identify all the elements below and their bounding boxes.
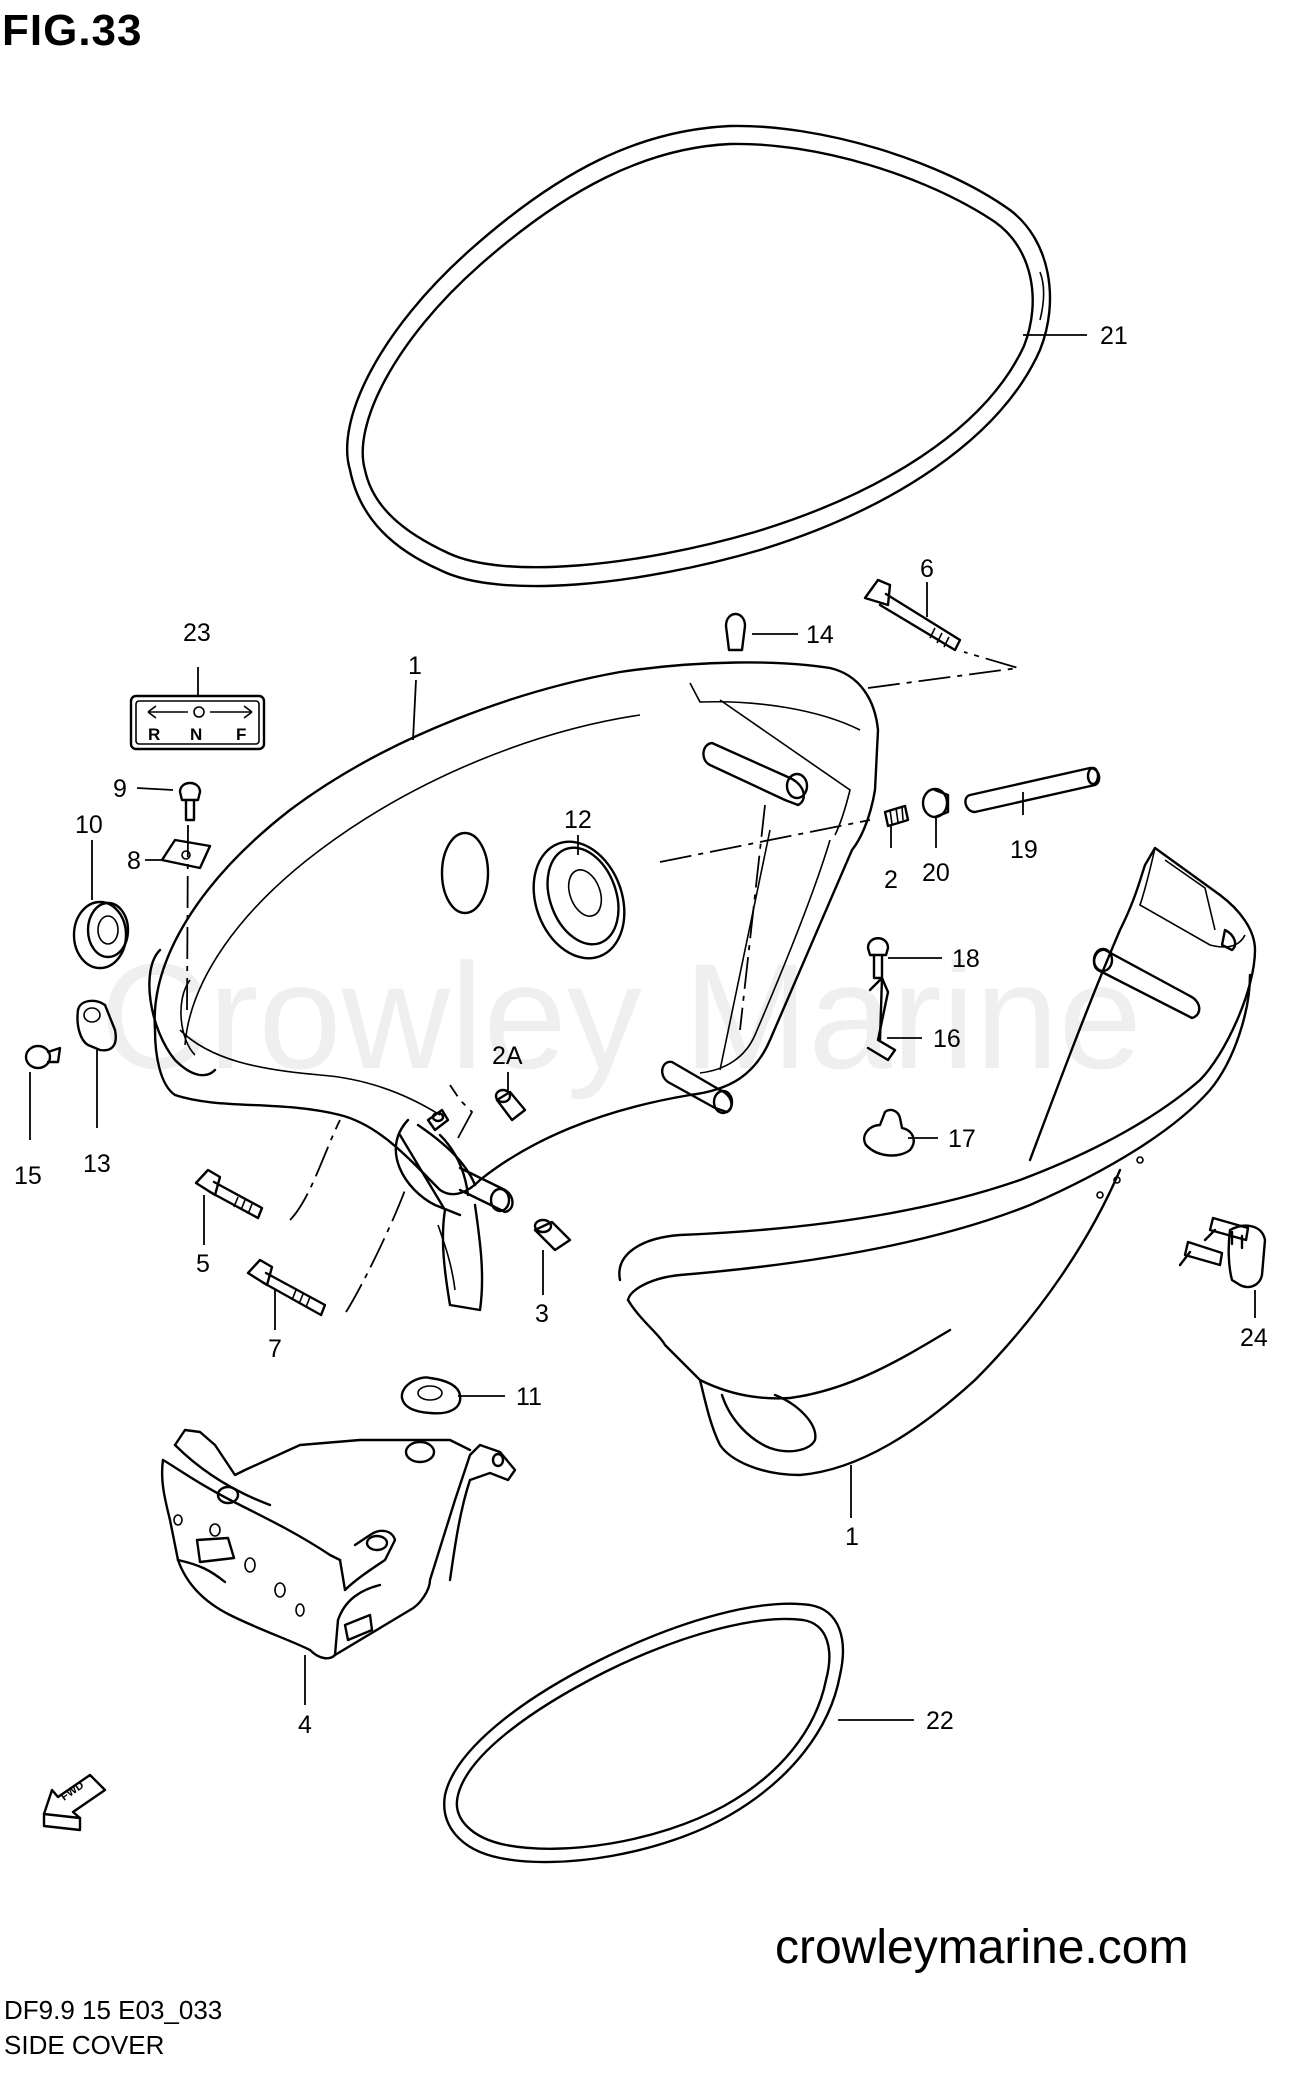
part-21-upper-seal[interactable] xyxy=(345,124,1052,588)
label-2a: 2A xyxy=(492,1042,523,1070)
part-24-bolts[interactable] xyxy=(1178,1216,1267,1289)
figure-caption: SIDE COVER xyxy=(4,2030,165,2060)
label-17: 17 xyxy=(948,1125,976,1153)
part-12-grommet[interactable] xyxy=(518,829,640,971)
leader-lines xyxy=(29,334,1256,1721)
model-code: DF9.9 15 E03_033 xyxy=(4,1995,223,2025)
label-6: 6 xyxy=(920,555,934,583)
label-10: 10 xyxy=(75,811,103,839)
fwd-arrow: FWD xyxy=(42,1773,107,1832)
label-3: 3 xyxy=(535,1300,549,1328)
label-12: 12 xyxy=(564,806,592,834)
part-10-grommet[interactable] xyxy=(72,900,130,970)
label-21: 21 xyxy=(1100,322,1128,350)
part-11-grommet[interactable] xyxy=(400,1376,462,1415)
assembly-lines xyxy=(186,651,1019,1313)
part-9-screw[interactable] xyxy=(178,781,202,822)
watermark: Crowley Marine xyxy=(100,932,1142,1100)
label-15: 15 xyxy=(14,1162,42,1190)
label-8: 8 xyxy=(127,847,141,875)
label-18: 18 xyxy=(952,945,980,973)
part-19-rod[interactable] xyxy=(964,766,1101,814)
label-23: 23 xyxy=(183,619,211,647)
figure-title: FIG.33 xyxy=(2,6,143,55)
label-16: 16 xyxy=(933,1025,961,1053)
shift-label-n: N xyxy=(190,725,202,744)
part-3-collar[interactable] xyxy=(533,1218,572,1252)
label-19: 19 xyxy=(1010,836,1038,864)
label-5: 5 xyxy=(196,1250,210,1278)
label-13: 13 xyxy=(83,1150,111,1178)
part-17-grommet[interactable] xyxy=(863,1108,915,1157)
part-16-clamp[interactable] xyxy=(866,976,897,1062)
part-18-screw[interactable] xyxy=(866,937,890,980)
label-20: 20 xyxy=(922,859,950,887)
part-6-bolt[interactable] xyxy=(863,578,962,652)
label-7: 7 xyxy=(268,1335,282,1363)
label-24: 24 xyxy=(1240,1324,1268,1352)
part-1-side-cover-left[interactable] xyxy=(148,661,880,1312)
part-8-nut-plate[interactable] xyxy=(160,838,212,870)
label-11: 11 xyxy=(516,1383,542,1411)
part-20-clip[interactable] xyxy=(921,787,950,819)
part-14-cap[interactable] xyxy=(724,612,747,652)
part-2a-collar[interactable] xyxy=(494,1088,527,1122)
fwd-label: FWD xyxy=(59,1779,86,1803)
part-22-lower-seal[interactable] xyxy=(443,1602,845,1864)
part-1-side-cover-right[interactable] xyxy=(618,846,1257,1477)
label-14: 14 xyxy=(806,621,834,649)
part-15-clip[interactable] xyxy=(24,1044,62,1070)
label-2: 2 xyxy=(884,866,898,894)
label-22: 22 xyxy=(926,1707,954,1735)
part-7-bolt[interactable] xyxy=(246,1258,327,1317)
label-4: 4 xyxy=(298,1711,312,1739)
part-labels: 21 1 23 9 8 10 13 15 12 14 6 2 20 19 18 … xyxy=(14,322,1268,1739)
part-23-shift-label[interactable]: R N F xyxy=(129,694,266,751)
part-4-bracket[interactable] xyxy=(160,1428,517,1660)
part-5-bolt[interactable] xyxy=(194,1168,264,1220)
website-credit: crowleymarine.com xyxy=(775,1921,1189,1974)
part-2-pin[interactable] xyxy=(883,804,910,828)
part-13-bushing[interactable] xyxy=(76,999,117,1052)
shift-label-r: R xyxy=(148,725,160,744)
label-1-upper: 1 xyxy=(408,652,422,680)
label-1-lower: 1 xyxy=(845,1523,859,1551)
label-9: 9 xyxy=(113,775,127,803)
shift-label-f: F xyxy=(236,725,246,744)
